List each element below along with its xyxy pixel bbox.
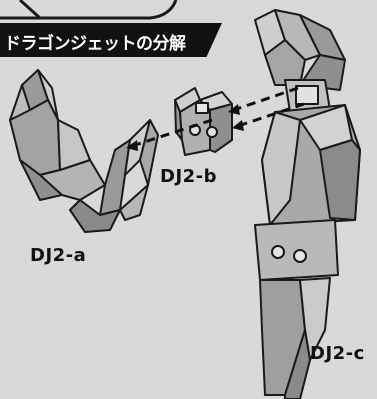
arrow-heads: [126, 104, 244, 151]
part-label-dj2-c: DJ2-c: [310, 343, 365, 364]
assembly-arrows: [131, 86, 305, 148]
part-dj2-a-image: [9, 69, 159, 233]
title-banner: ドラゴンジェットの分解: [0, 23, 222, 57]
banner-title: ドラゴンジェットの分解: [4, 34, 186, 54]
speech-bubble-outline: [18, 0, 178, 20]
part-label-dj2-b: DJ2-b: [160, 166, 218, 187]
part-dj2-c-image: [254, 9, 361, 399]
part-label-dj2-a: DJ2-a: [30, 245, 87, 266]
